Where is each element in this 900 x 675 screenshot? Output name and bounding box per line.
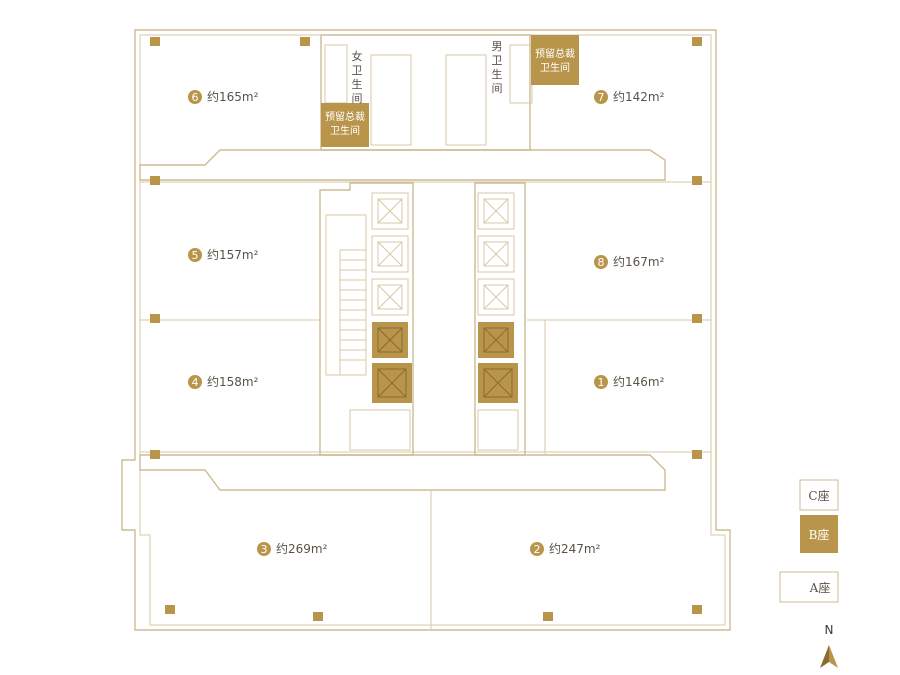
unit-3-label: 3 约269m² <box>257 541 328 556</box>
unit-6-label: 6 约165m² <box>188 89 259 104</box>
right-core <box>474 182 526 456</box>
column-icon <box>313 612 323 621</box>
unit-area: 约167m² <box>613 254 665 269</box>
elevator-icon <box>371 192 409 230</box>
column-icon <box>692 37 702 46</box>
column-icon <box>150 314 160 323</box>
column-icon <box>692 176 702 185</box>
svg-text:间: 间 <box>352 92 363 105</box>
unit-4-label: 4 约158m² <box>188 374 259 389</box>
north-arrow-icon: N <box>820 623 838 668</box>
unit-area: 约142m² <box>613 89 665 104</box>
outer-wall <box>121 29 731 631</box>
stair-icon <box>339 249 366 375</box>
svg-text:卫生间: 卫生间 <box>540 61 570 74</box>
left-core <box>319 182 414 456</box>
svg-text:B座: B座 <box>809 527 830 542</box>
right-core-shaft <box>527 319 546 455</box>
building-a <box>779 571 839 603</box>
elevator-icon <box>372 322 408 358</box>
svg-text:预留总裁: 预留总裁 <box>325 110 365 123</box>
elevator-icon <box>478 322 514 358</box>
svg-text:男: 男 <box>492 40 503 53</box>
building-b-current <box>800 515 838 553</box>
column-icon <box>300 37 310 46</box>
male-restroom-label: 男 卫 生 间 <box>492 40 503 95</box>
unit-number: 3 <box>261 543 268 556</box>
unit-area: 约157m² <box>207 247 259 262</box>
unit-number: 6 <box>192 91 199 104</box>
elevator-icon <box>477 235 515 273</box>
male-washroom <box>445 54 487 146</box>
column-icon <box>150 450 160 459</box>
reserved-exec-restroom-right <box>531 35 579 85</box>
unit-number: 4 <box>192 376 199 389</box>
svg-text:生: 生 <box>492 67 503 81</box>
svg-text:N: N <box>825 623 834 637</box>
column-icon <box>692 314 702 323</box>
elevator-icon <box>478 363 518 403</box>
svg-text:卫: 卫 <box>352 64 363 77</box>
unit-number: 2 <box>534 543 541 556</box>
svg-text:A座: A座 <box>809 580 831 595</box>
column-icon <box>543 612 553 621</box>
unit-1-label: 1 约146m² <box>594 374 665 389</box>
elevator-icon <box>477 278 515 316</box>
female-washroom <box>370 54 412 146</box>
unit-7-label: 7 约142m² <box>594 89 665 104</box>
unit-area: 约165m² <box>207 89 259 104</box>
building-c <box>799 479 839 511</box>
unit-number: 7 <box>598 91 605 104</box>
column-icon <box>150 176 160 185</box>
female-restroom-label: 女 卫 生 间 <box>352 49 363 105</box>
column-icon <box>692 450 702 459</box>
svg-text:生: 生 <box>352 77 363 91</box>
unit-area: 约269m² <box>276 541 328 556</box>
unit-8-label: 8 约167m² <box>594 254 665 269</box>
unit-area: 约247m² <box>549 541 601 556</box>
stairwell <box>325 214 367 376</box>
inner-wall <box>139 34 726 626</box>
svg-text:间: 间 <box>492 82 503 95</box>
reserved-exec-restroom-left <box>321 103 369 147</box>
building-key: C座 B座 A座 <box>779 479 839 603</box>
svg-text:卫: 卫 <box>492 54 503 67</box>
unit-number: 1 <box>598 376 605 389</box>
svg-text:女: 女 <box>352 49 363 63</box>
reserved-restroom-label-left: 预留总裁 卫生间 <box>325 110 365 137</box>
elevator-icon <box>371 235 409 273</box>
elevator-icon <box>477 192 515 230</box>
column-icon <box>692 605 702 614</box>
left-core-room <box>349 409 411 451</box>
svg-text:预留总裁: 预留总裁 <box>535 47 575 60</box>
unit-5-label: 5 约157m² <box>188 247 259 262</box>
svg-text:C座: C座 <box>808 488 829 503</box>
female-stalls <box>324 44 348 104</box>
upper-corridor <box>139 149 666 181</box>
unit-area: 约158m² <box>207 374 259 389</box>
svg-text:卫生间: 卫生间 <box>330 124 360 137</box>
right-core-room <box>477 409 519 451</box>
unit-number: 5 <box>192 249 199 262</box>
unit-area: 约146m² <box>613 374 665 389</box>
column-icon <box>165 605 175 614</box>
elevator-icon <box>372 363 412 403</box>
male-stalls <box>509 44 533 104</box>
elevator-icon <box>371 278 409 316</box>
lower-corridor <box>139 454 666 491</box>
unit-2-label: 2 约247m² <box>530 541 601 556</box>
unit-number: 8 <box>598 256 605 269</box>
column-icon <box>150 37 160 46</box>
reserved-restroom-label-right: 预留总裁 卫生间 <box>535 47 575 74</box>
